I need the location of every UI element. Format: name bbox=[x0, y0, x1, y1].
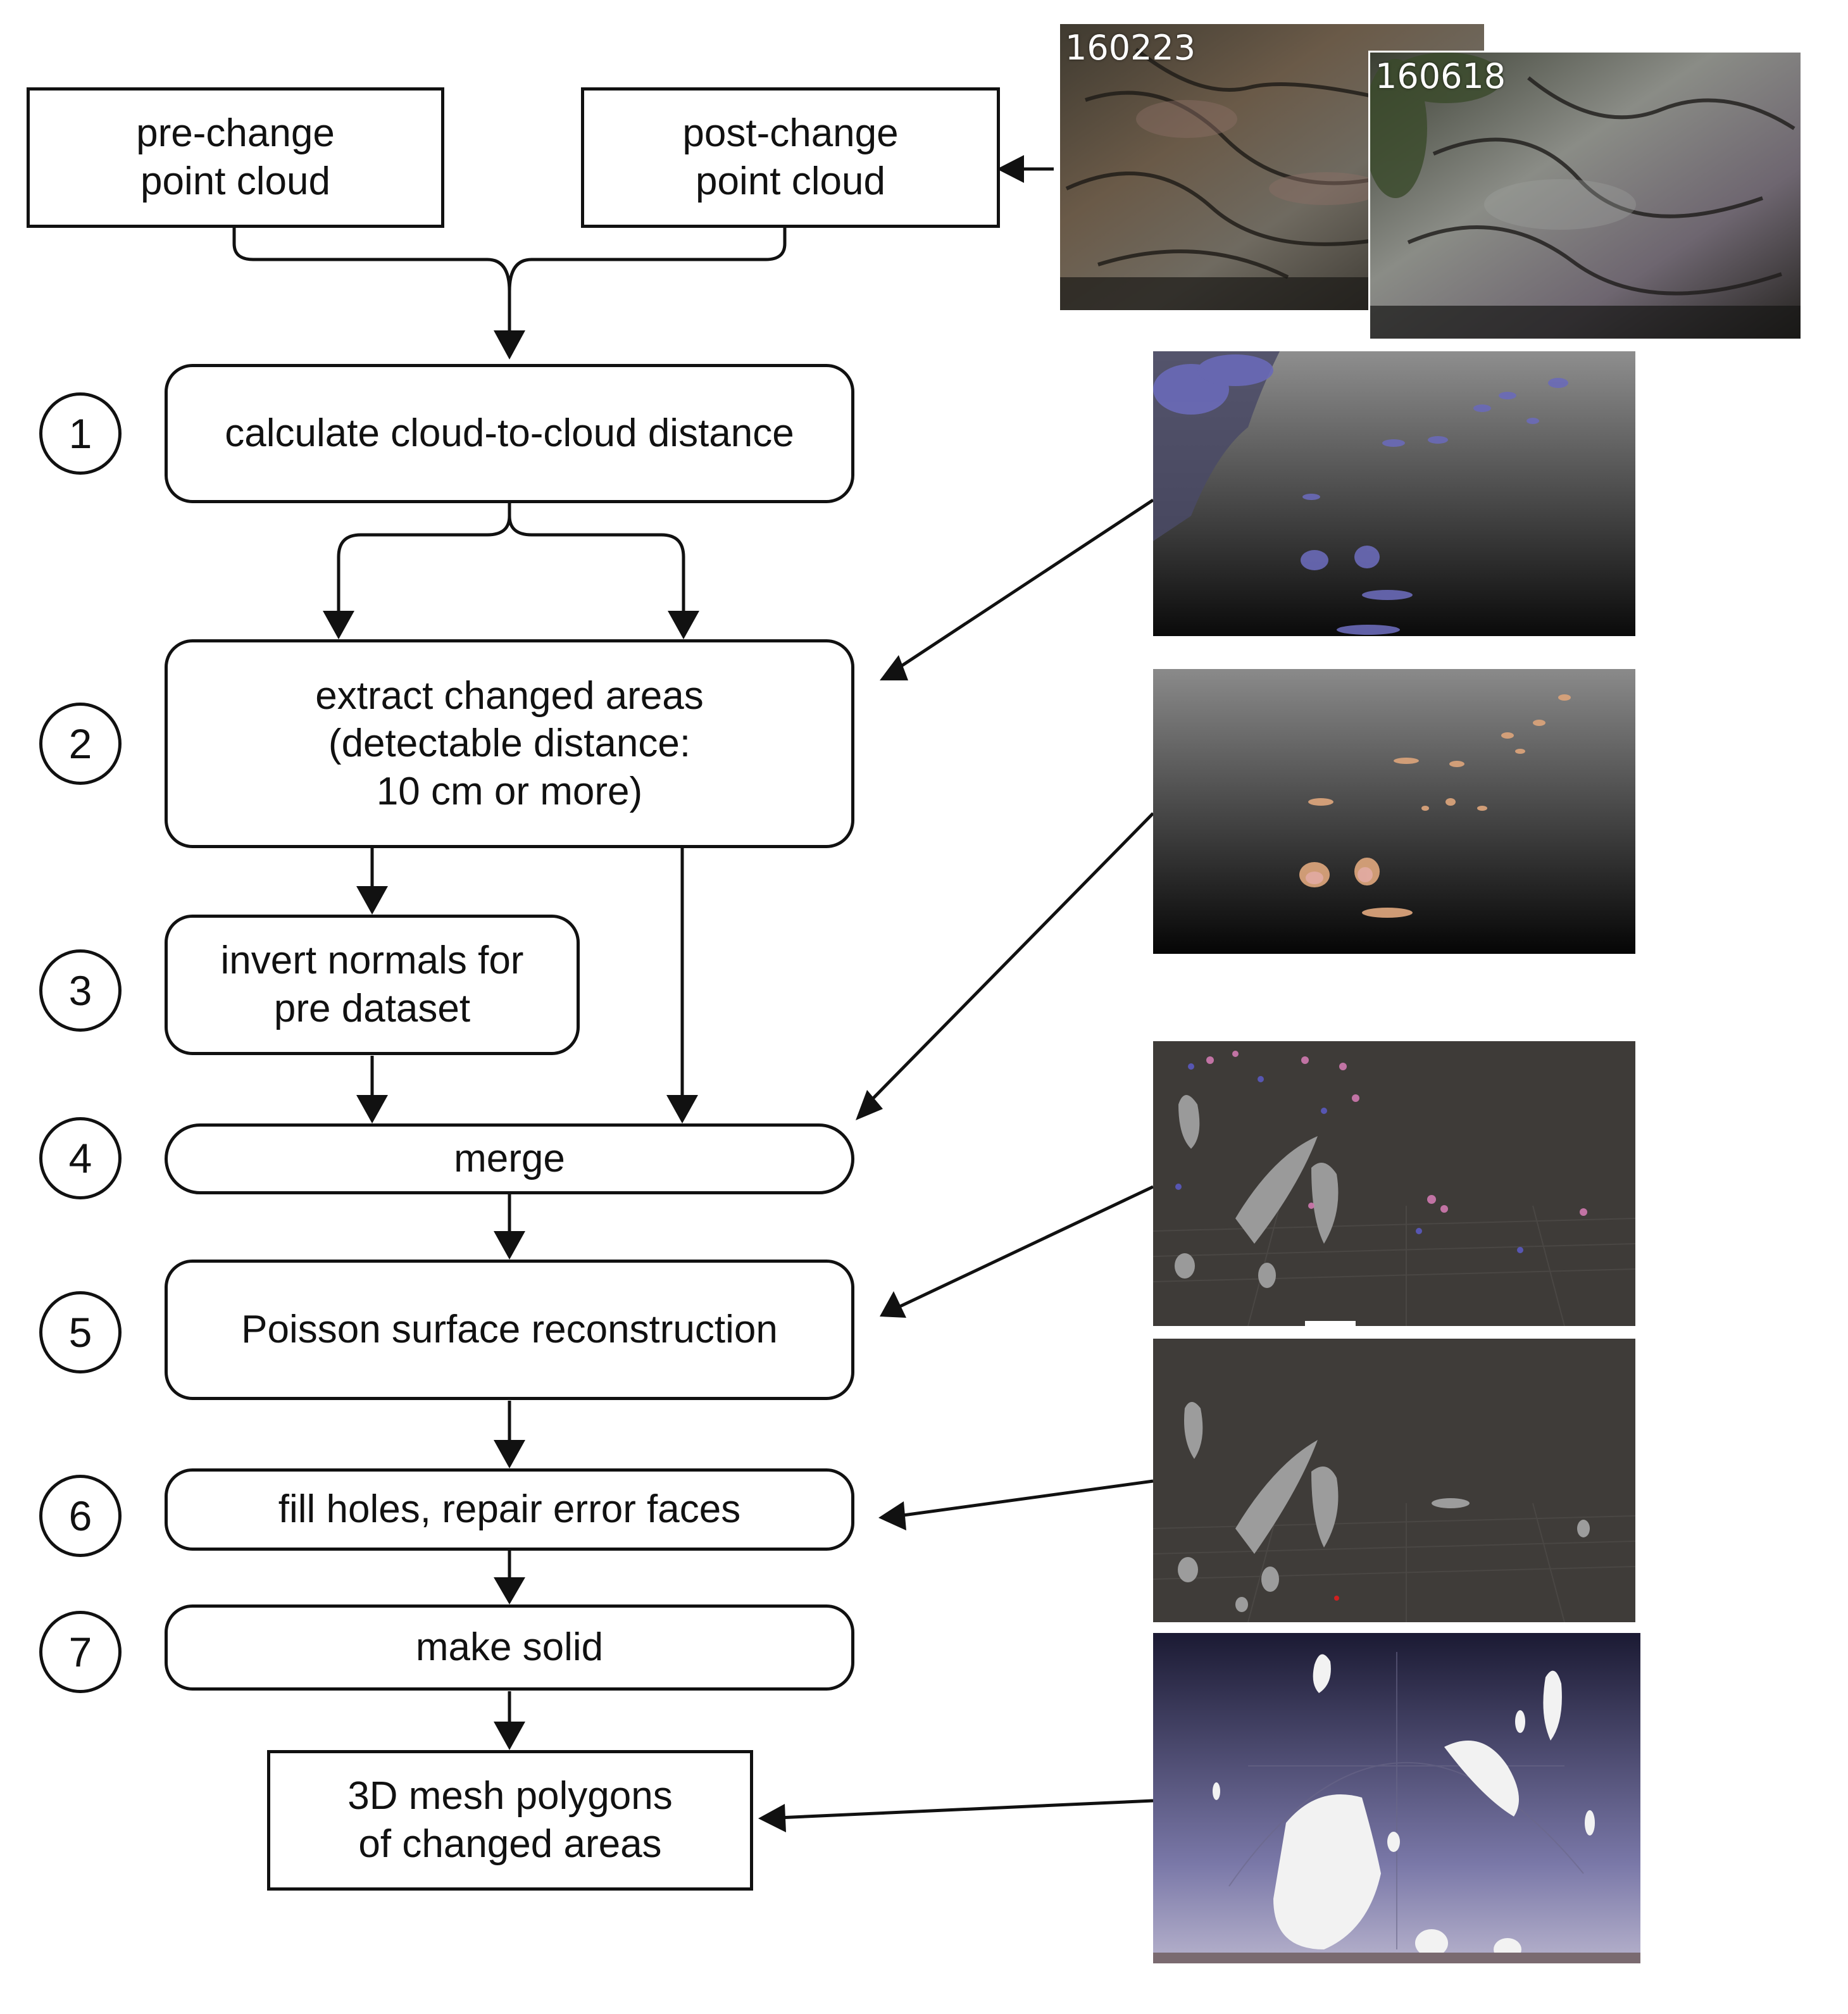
post-change-photo: 160618 bbox=[1368, 51, 1802, 341]
step-4-box: merge bbox=[165, 1123, 854, 1194]
step-3-box: invert normals for pre dataset bbox=[165, 915, 580, 1055]
pre-date-label: 160223 bbox=[1065, 28, 1196, 68]
step-number-4: 4 bbox=[39, 1117, 122, 1199]
img-arrow-4 bbox=[869, 812, 1154, 1103]
post-change-line-1: post-change bbox=[682, 111, 899, 156]
step-4-text: merge bbox=[454, 1137, 565, 1181]
step-6-box: fill holes, repair error faces bbox=[165, 1468, 854, 1551]
merge-line-pre bbox=[232, 228, 511, 335]
arrowhead-step4-image bbox=[856, 1090, 883, 1120]
img-arrow-6 bbox=[898, 1479, 1154, 1518]
step-3-line-1: invert normals for bbox=[220, 939, 524, 983]
step-number-3: 3 bbox=[39, 949, 122, 1032]
post-change-line-2: point cloud bbox=[696, 159, 885, 203]
split-line-left bbox=[337, 501, 511, 617]
pre-change-line-2: point cloud bbox=[140, 159, 330, 203]
pre-change-photo: 160223 bbox=[1060, 24, 1484, 310]
step-7-text: make solid bbox=[415, 1625, 604, 1670]
arrowhead-into-4-left bbox=[356, 1095, 388, 1123]
arrowhead-into-3 bbox=[356, 886, 388, 915]
step-number-5: 5 bbox=[39, 1291, 122, 1373]
flow-lines bbox=[232, 167, 1154, 1820]
merged-points-view bbox=[1153, 1041, 1635, 1326]
arrowhead-into-4-right bbox=[666, 1095, 698, 1123]
arrowhead-post-image bbox=[997, 155, 1024, 183]
pre-change-line-1: pre-change bbox=[136, 111, 335, 156]
changed-areas-view bbox=[1153, 669, 1635, 954]
step-7-box: make solid bbox=[165, 1604, 854, 1691]
step-1-box: calculate cloud-to-cloud distance bbox=[165, 364, 854, 503]
output-box: 3D mesh polygons of changed areas bbox=[267, 1750, 753, 1891]
step-number-7: 7 bbox=[39, 1611, 122, 1693]
step-1-text: calculate cloud-to-cloud distance bbox=[225, 411, 794, 456]
pre-change-box: pre-change point cloud bbox=[27, 87, 444, 228]
post-date-label: 160618 bbox=[1375, 56, 1506, 96]
arrowhead-step6-image bbox=[878, 1501, 906, 1530]
arrowhead-into-2-left bbox=[323, 611, 354, 639]
step-number-6: 6 bbox=[39, 1475, 122, 1557]
step-5-box: Poisson surface reconstruction bbox=[165, 1260, 854, 1400]
img-arrow-2 bbox=[897, 498, 1154, 670]
step-3-line-2: pre dataset bbox=[273, 987, 471, 1030]
cloud-distance-view bbox=[1153, 351, 1635, 636]
step-2-line-2: (detectable distance: bbox=[328, 722, 691, 766]
step-2-line-1: extract changed areas bbox=[315, 673, 704, 718]
output-line-2: of changed areas bbox=[358, 1822, 662, 1866]
step-2-box: extract changed areas (detectable distan… bbox=[165, 639, 854, 848]
arrowhead-output-image bbox=[758, 1804, 786, 1832]
merge-line-post bbox=[508, 228, 787, 292]
arrowhead-step2-image bbox=[880, 655, 908, 680]
post-change-box: post-change point cloud bbox=[581, 87, 1000, 228]
arrowhead-into-2-right bbox=[668, 611, 699, 639]
step-6-text: fill holes, repair error faces bbox=[278, 1487, 741, 1532]
arrowhead-into-7 bbox=[494, 1577, 525, 1604]
step-number-1: 1 bbox=[39, 392, 122, 475]
arrowhead-into-5 bbox=[494, 1231, 525, 1260]
arrowhead-into-output bbox=[494, 1722, 525, 1750]
arrowhead-into-1 bbox=[494, 330, 525, 360]
img-arrow-5 bbox=[897, 1185, 1154, 1309]
arrow-heads bbox=[323, 155, 1024, 1832]
solid-mesh-view bbox=[1153, 1633, 1640, 1963]
step-number-2: 2 bbox=[39, 703, 122, 785]
arrowhead-into-6 bbox=[494, 1440, 525, 1468]
output-line-1: 3D mesh polygons bbox=[347, 1774, 673, 1818]
repaired-mesh-view bbox=[1153, 1339, 1635, 1622]
step-5-text: Poisson surface reconstruction bbox=[241, 1308, 778, 1352]
arrowhead-step5-image bbox=[880, 1291, 906, 1318]
split-line-right bbox=[508, 515, 685, 617]
step-2-line-3: 10 cm or more) bbox=[376, 769, 643, 813]
img-arrow-out bbox=[778, 1799, 1154, 1820]
